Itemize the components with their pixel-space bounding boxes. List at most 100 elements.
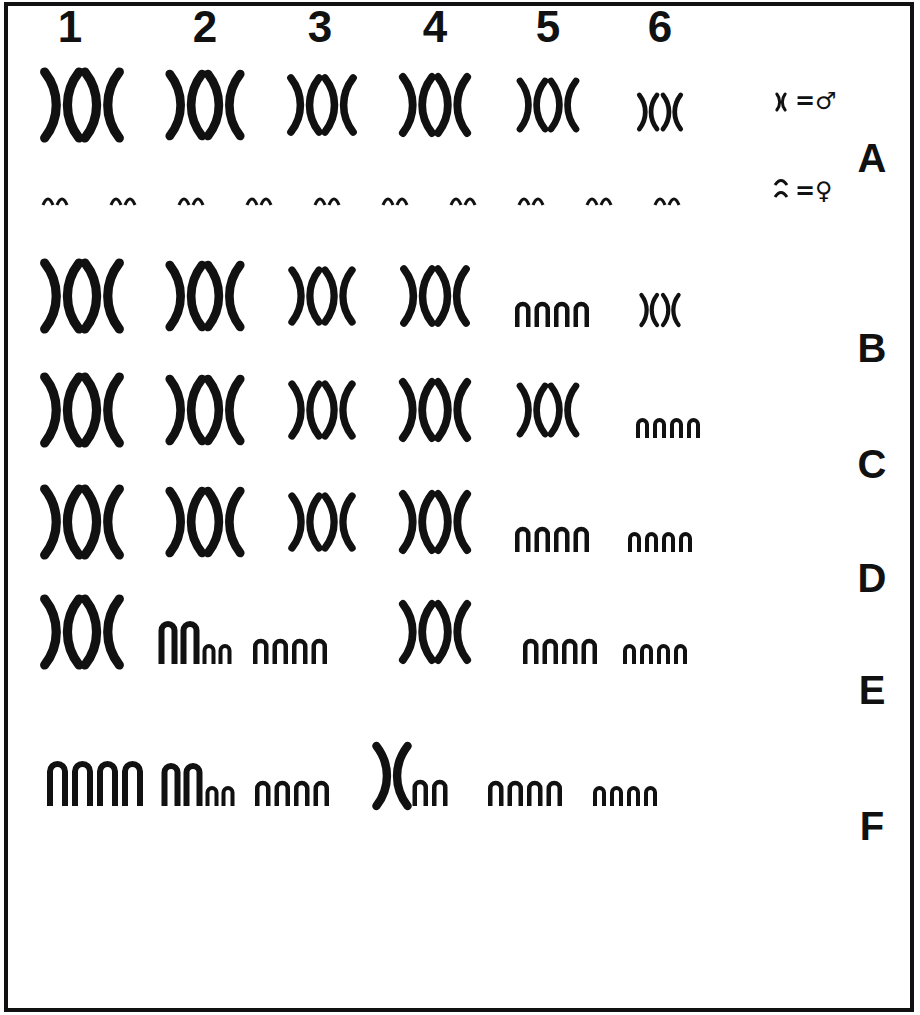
row-letter: D xyxy=(842,556,902,601)
acrocentric-chromosome xyxy=(564,641,575,664)
column-number: 5 xyxy=(536,2,560,51)
metacentric-chromosome xyxy=(310,496,319,548)
metacentric-chromosome xyxy=(397,746,408,806)
acrocentric-chromosome xyxy=(681,534,690,552)
acrocentric-chromosome xyxy=(549,783,560,806)
acrocentric-chromosome xyxy=(517,304,528,327)
frame-border xyxy=(6,4,912,1010)
acrocentric-chromosome xyxy=(316,783,327,806)
chromosome-group xyxy=(43,72,698,806)
acrocentric-chromosome xyxy=(556,304,567,327)
female-chromosome xyxy=(193,199,203,205)
female-chromosome xyxy=(587,199,597,205)
metacentric-chromosome xyxy=(422,77,432,133)
column-number: 4 xyxy=(405,2,465,52)
row-letter: A xyxy=(842,136,902,181)
metacentric-chromosome xyxy=(67,377,79,443)
acrocentric-chromosome xyxy=(415,782,426,806)
metacentric-chromosome xyxy=(438,382,448,438)
acrocentric-chromosome xyxy=(434,782,445,806)
acrocentric-chromosome xyxy=(672,420,681,438)
acrocentric-chromosome xyxy=(165,766,178,806)
metacentric-chromosome xyxy=(208,491,219,553)
legend-entry: =♂ xyxy=(770,84,837,118)
column-number: 6 xyxy=(648,2,672,51)
row-letter: E xyxy=(842,668,902,713)
column-number: 2 xyxy=(193,2,217,51)
acrocentric-chromosome xyxy=(187,766,200,806)
acrocentric-chromosome xyxy=(50,764,65,806)
female-chromosome xyxy=(179,199,189,205)
acrocentric-chromosome xyxy=(277,783,288,806)
metacentric-chromosome xyxy=(438,269,447,323)
acrocentric-chromosome xyxy=(205,646,214,664)
metacentric-chromosome xyxy=(777,94,780,110)
metacentric-chromosome xyxy=(537,81,545,129)
acrocentric-chromosome xyxy=(647,534,656,552)
metacentric-chromosome xyxy=(457,494,467,550)
acrocentric-chromosome xyxy=(296,783,307,806)
acrocentric-chromosome xyxy=(612,788,621,806)
metacentric-chromosome xyxy=(404,269,413,323)
column-number: 3 xyxy=(290,2,350,52)
female-chromosome xyxy=(451,199,461,205)
acrocentric-chromosome xyxy=(646,788,655,806)
legend-text: =♀ xyxy=(795,177,833,205)
acrocentric-chromosome xyxy=(529,783,540,806)
acrocentric-chromosome xyxy=(525,641,536,664)
metacentric-chromosome xyxy=(663,95,669,129)
metacentric-chromosome xyxy=(325,78,334,132)
acrocentric-chromosome xyxy=(625,646,634,664)
row-letter: B xyxy=(842,326,902,371)
metacentric-chromosome xyxy=(310,78,319,132)
row-letter: C xyxy=(858,442,887,486)
metacentric-chromosome xyxy=(45,377,57,443)
metacentric-chromosome xyxy=(551,386,559,434)
female-chromosome xyxy=(57,199,67,205)
female-chromosome xyxy=(329,199,339,205)
metacentric-chromosome xyxy=(229,491,240,553)
metacentric-chromosome xyxy=(229,379,240,441)
row-letter: B xyxy=(858,326,887,370)
acrocentric-chromosome xyxy=(595,788,604,806)
acrocentric-chromosome xyxy=(257,783,268,806)
metacentric-chromosome xyxy=(422,382,432,438)
metacentric-chromosome xyxy=(663,295,668,325)
metacentric-chromosome xyxy=(85,599,97,665)
metacentric-chromosome xyxy=(85,377,97,443)
row-letter: D xyxy=(858,556,887,600)
acrocentric-chromosome xyxy=(676,646,685,664)
metacentric-chromosome xyxy=(108,377,120,443)
metacentric-chromosome xyxy=(639,95,645,129)
metacentric-chromosome xyxy=(651,95,657,129)
column-number: 4 xyxy=(423,2,447,51)
acrocentric-chromosome xyxy=(629,788,638,806)
metacentric-chromosome xyxy=(325,270,334,322)
row-letter: F xyxy=(860,804,884,848)
metacentric-chromosome xyxy=(45,72,57,138)
acrocentric-chromosome xyxy=(630,534,639,552)
metacentric-chromosome xyxy=(208,379,219,441)
metacentric-chromosome xyxy=(537,386,545,434)
metacentric-chromosome xyxy=(229,265,240,327)
metacentric-chromosome xyxy=(344,78,353,132)
metacentric-chromosome xyxy=(292,384,301,436)
metacentric-chromosome xyxy=(108,489,120,555)
metacentric-chromosome xyxy=(325,496,334,548)
acrocentric-chromosome xyxy=(75,764,90,806)
acrocentric-chromosome xyxy=(576,304,587,327)
acrocentric-chromosome xyxy=(642,646,651,664)
acrocentric-chromosome xyxy=(576,529,587,552)
acrocentric-chromosome xyxy=(556,529,567,552)
metacentric-chromosome xyxy=(85,72,97,138)
acrocentric-chromosome xyxy=(221,646,230,664)
metacentric-chromosome xyxy=(376,746,387,806)
legend: =♂ =♀ xyxy=(770,84,837,208)
metacentric-chromosome xyxy=(67,263,79,329)
metacentric-chromosome xyxy=(673,295,678,325)
acrocentric-chromosome xyxy=(655,420,664,438)
acrocentric-chromosome xyxy=(584,641,595,664)
metacentric-chromosome xyxy=(108,72,120,138)
acrocentric-chromosome xyxy=(490,783,501,806)
female-chromosome xyxy=(111,199,121,205)
